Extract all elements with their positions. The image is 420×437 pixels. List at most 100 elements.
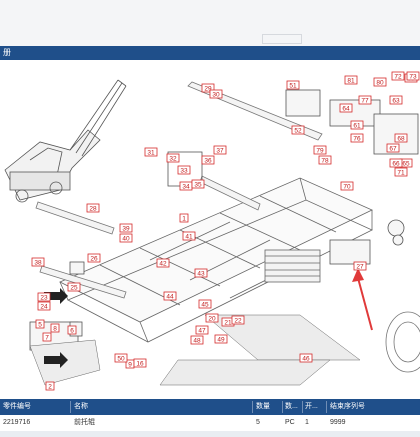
callout-46[interactable]: 46	[299, 353, 313, 363]
callout-37[interactable]: 37	[213, 145, 227, 155]
callout-26[interactable]: 26	[87, 253, 101, 263]
callout-label: 22	[234, 318, 242, 325]
callout-label: 43	[197, 271, 205, 278]
callout-label: 20	[208, 316, 216, 323]
callout-64[interactable]: 64	[339, 103, 353, 113]
callout-28[interactable]: 28	[86, 203, 100, 213]
callout-66[interactable]: 66	[389, 158, 403, 168]
cell-end-serial: 9999	[330, 419, 346, 426]
callout-25[interactable]: 25	[67, 282, 81, 292]
cell-start-serial: 1	[305, 419, 309, 426]
cell-part-number: 2219716	[3, 419, 31, 426]
callout-23[interactable]: 23	[37, 292, 51, 302]
callout-label: 26	[90, 256, 98, 263]
callout-label: 7	[45, 335, 49, 342]
callout-33[interactable]: 33	[177, 165, 191, 175]
callout-49[interactable]: 49	[214, 334, 228, 344]
callout-label: 39	[122, 226, 130, 233]
callout-label: 35	[194, 182, 202, 189]
column-header-end-serial[interactable]: 结束序列号	[330, 403, 365, 410]
column-header-quantity[interactable]: 数量	[256, 403, 270, 410]
callout-51[interactable]: 51	[286, 80, 300, 90]
callout-45[interactable]: 45	[198, 299, 212, 309]
callout-81[interactable]: 81	[344, 75, 358, 85]
callout-44[interactable]: 44	[163, 291, 177, 301]
callout-31[interactable]: 31	[144, 147, 158, 157]
callout-label: 28	[89, 206, 97, 213]
callout-27[interactable]: 27	[353, 261, 367, 271]
column-separator	[302, 401, 303, 413]
callout-1[interactable]: 1	[179, 213, 189, 223]
callout-label: 52	[294, 128, 302, 135]
callout-48[interactable]: 48	[190, 335, 204, 345]
parts-table-header: 零件编号 名称 数量 数... 开... 结束序列号	[0, 399, 420, 415]
callout-6[interactable]: 6	[67, 325, 77, 335]
callout-label: 51	[289, 83, 297, 90]
callout-label: 36	[204, 158, 212, 165]
callout-7[interactable]: 7	[42, 332, 52, 342]
callout-38[interactable]: 38	[31, 257, 45, 267]
callout-47[interactable]: 47	[195, 325, 209, 335]
table-row[interactable]: 2219716 前托辊 5 PC 1 9999	[0, 415, 420, 432]
callout-73[interactable]: 73	[406, 71, 420, 81]
callout-43[interactable]: 43	[194, 268, 208, 278]
callout-label: 65	[402, 161, 410, 168]
callout-50[interactable]: 50	[114, 353, 128, 363]
bottom-scroll-area[interactable]	[0, 431, 420, 437]
callout-78[interactable]: 78	[318, 155, 332, 165]
callout-label: 6	[70, 328, 74, 335]
callout-label: 34	[182, 184, 190, 191]
callout-72[interactable]: 72	[391, 71, 405, 81]
callout-label: 73	[409, 74, 417, 81]
callout-22[interactable]: 22	[231, 315, 245, 325]
callout-24[interactable]: 24	[37, 301, 51, 311]
column-header-part-number[interactable]: 零件编号	[3, 403, 31, 410]
callout-label: 68	[397, 136, 405, 143]
callout-5[interactable]: 5	[35, 319, 45, 329]
callout-42[interactable]: 42	[156, 258, 170, 268]
callout-label: 42	[159, 261, 167, 268]
callout-80[interactable]: 80	[373, 77, 387, 87]
callout-77[interactable]: 77	[358, 95, 372, 105]
callout-label: 21	[224, 320, 232, 327]
wheel-detail	[385, 311, 420, 373]
column-header-name[interactable]: 名称	[74, 403, 88, 410]
callout-label: 76	[353, 136, 361, 143]
callout-label: 37	[216, 148, 224, 155]
callout-32[interactable]: 32	[166, 153, 180, 163]
callout-20[interactable]: 20	[205, 313, 219, 323]
callout-29[interactable]: 29	[201, 83, 215, 93]
callout-16[interactable]: 16	[133, 358, 147, 368]
column-separator	[252, 401, 253, 413]
column-header-start-serial[interactable]: 开...	[305, 403, 318, 410]
faint-input	[262, 34, 302, 44]
callout-2[interactable]: 2	[45, 381, 55, 391]
callout-34[interactable]: 34	[179, 181, 193, 191]
callout-label: 66	[392, 161, 400, 168]
callout-70[interactable]: 70	[340, 181, 354, 191]
callout-63[interactable]: 63	[389, 95, 403, 105]
callout-label: 1	[182, 216, 186, 223]
callout-label: 41	[185, 234, 193, 241]
callout-40[interactable]: 40	[119, 233, 133, 243]
callout-36[interactable]: 36	[201, 155, 215, 165]
callout-76[interactable]: 76	[350, 133, 364, 143]
callout-79[interactable]: 79	[313, 145, 327, 155]
callout-67[interactable]: 67	[386, 143, 400, 153]
top-toolbar-area	[0, 0, 420, 46]
callout-41[interactable]: 41	[182, 231, 196, 241]
callout-label: 72	[394, 74, 402, 81]
callout-68[interactable]: 68	[394, 133, 408, 143]
callout-30[interactable]: 30	[209, 89, 223, 99]
callout-label: 5	[38, 322, 42, 329]
callout-39[interactable]: 39	[119, 223, 133, 233]
callout-61[interactable]: 61	[350, 120, 364, 130]
column-header-unit[interactable]: 数...	[285, 403, 298, 410]
callout-35[interactable]: 35	[191, 179, 205, 189]
frame-structure	[59, 177, 373, 343]
callout-52[interactable]: 52	[291, 125, 305, 135]
callout-71[interactable]: 71	[394, 167, 408, 177]
callout-8[interactable]: 8	[50, 323, 60, 333]
